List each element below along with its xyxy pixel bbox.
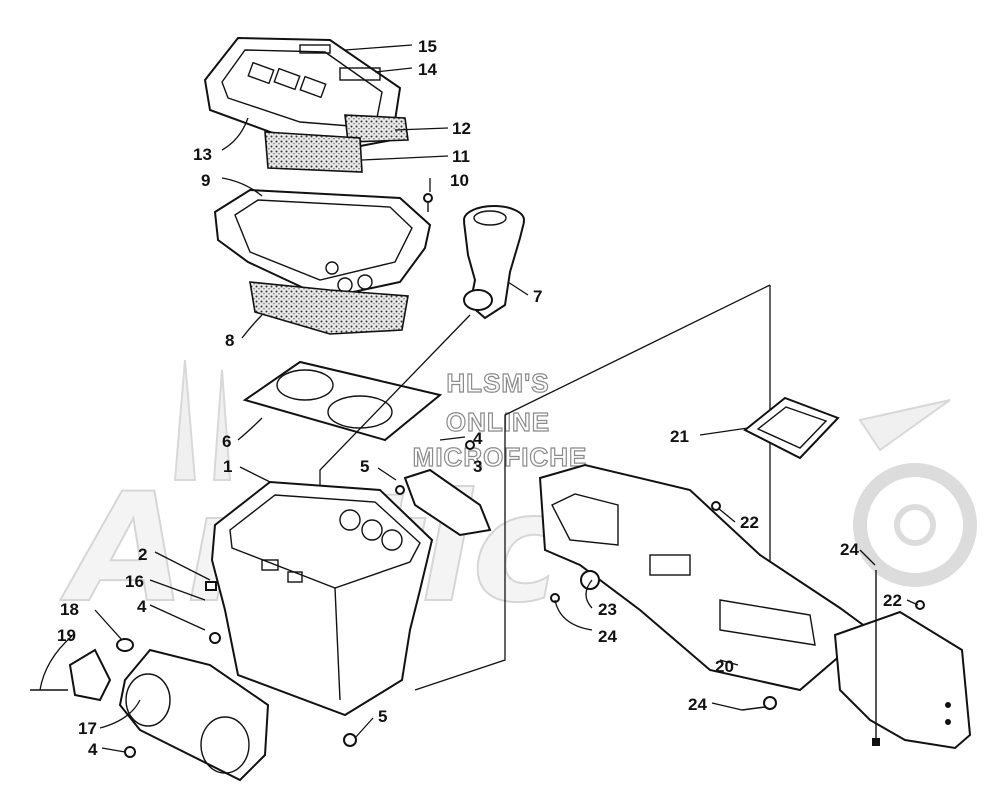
callout-5-bottom: 5 [378,707,387,726]
gasket-frame-part [743,396,840,460]
callout-13: 13 [193,145,212,164]
foam-pad-lower [249,281,409,335]
callout-23: 23 [598,600,617,619]
front-cover-part [118,648,270,782]
gasket-plate-part [242,360,443,442]
callout-2: 2 [138,545,147,564]
callout-18: 18 [60,600,79,619]
callout-24-left: 24 [598,627,617,646]
assembly-line-right [414,284,771,691]
callout-22-right: 22 [883,591,902,610]
callout-10: 10 [450,171,469,190]
callout-3: 3 [473,457,482,476]
watermark-line-3: MICROFICHE [413,442,588,472]
intake-boot-part [463,205,525,320]
screw-part-10 [423,193,433,212]
console-tray-part [213,188,432,300]
callout-22-left: 22 [740,513,759,532]
latch-part-18 [30,581,357,758]
callout-12: 12 [452,119,471,138]
callout-leaders [39,44,919,753]
callout-7: 7 [533,287,542,306]
callout-8: 8 [225,331,234,350]
callout-6: 6 [222,432,231,451]
watermark-line-1: HLSM'S [446,368,549,398]
callout-5-top: 5 [360,457,369,476]
callout-15: 15 [418,37,437,56]
callout-17: 17 [78,719,97,738]
watermark-logo: Arctic [59,359,977,637]
bracket-part-3 [395,440,492,537]
callout-9: 9 [201,171,210,190]
callout-21: 21 [670,427,689,446]
watermark-text: HLSM'S ONLINE MICROFICHE [412,367,588,472]
callout-20: 20 [715,657,734,676]
foam-pad-upper [264,114,409,173]
callout-24-top: 24 [840,540,859,559]
callout-labels: 15 14 12 13 11 9 10 7 8 6 4 1 5 3 2 16 4… [57,37,902,759]
callout-4-mid: 4 [137,597,147,616]
fasteners-right [550,501,925,746]
console-body-part [538,463,972,750]
callout-1: 1 [223,457,232,476]
callout-4-bottom: 4 [88,740,98,759]
watermark-line-2: ONLINE [446,407,550,437]
air-box-part [210,480,434,717]
callout-16: 16 [125,572,144,591]
callout-14: 14 [418,60,437,79]
callout-19: 19 [57,626,76,645]
callout-4-top: 4 [473,429,483,448]
callout-11: 11 [452,147,470,166]
callout-24-bottom: 24 [688,695,707,714]
